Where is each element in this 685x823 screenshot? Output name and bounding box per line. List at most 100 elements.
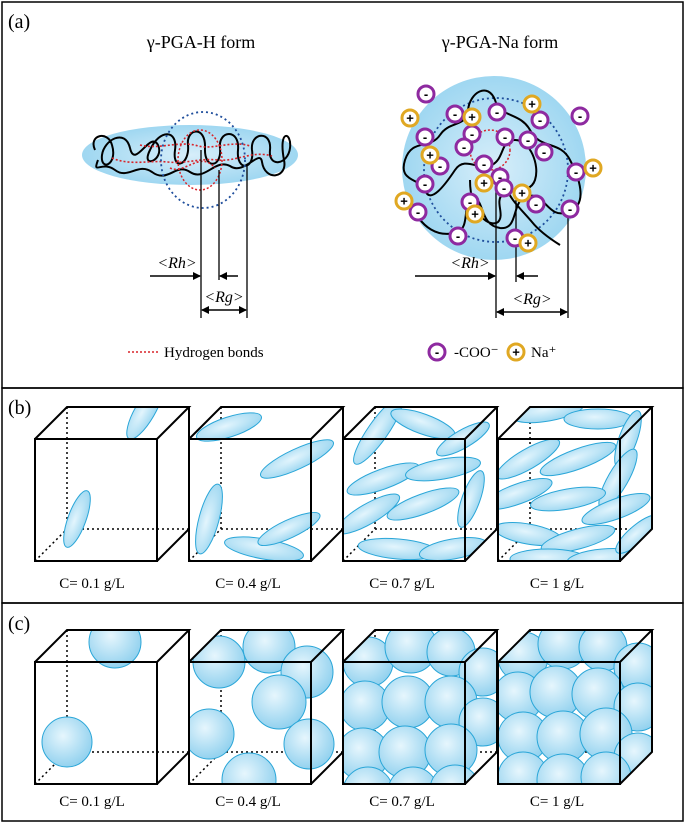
na-form-rh-circle: [469, 129, 511, 171]
panel-b-ellipsoid-boxes: [34, 406, 655, 562]
coo-ion-6: -: [415, 127, 435, 147]
c-conc-label-2: C= 0.4 g/L: [215, 794, 281, 810]
svg-text:-: -: [453, 107, 457, 122]
svg-text:-: -: [534, 197, 538, 212]
na-ion-3: +: [462, 107, 482, 127]
svg-text:-: -: [526, 133, 530, 148]
coo-ion-13: -: [474, 154, 494, 174]
svg-text:-: -: [578, 109, 582, 124]
c-conc-label-1: C= 0.1 g/L: [59, 794, 125, 810]
ellipsoid-particle: [353, 407, 403, 465]
c-cube-4: [497, 629, 655, 785]
svg-text:-: -: [568, 202, 572, 217]
sphere-particle: [251, 674, 307, 730]
coo-ion-3: -: [487, 102, 507, 122]
ellipsoid-particle: [196, 412, 262, 442]
ellipsoid-particle: [498, 438, 561, 480]
h-form-hbonds-2: [139, 143, 251, 148]
b-cube-2-particles: [195, 412, 334, 561]
svg-text:-: -: [513, 231, 517, 246]
c-conc-label-4: C= 1 g/L: [530, 794, 584, 810]
svg-text:+: +: [480, 176, 488, 191]
svg-text:-: -: [416, 205, 420, 220]
b-cube-1-particles: [63, 407, 164, 548]
c-cube-1-particles: [41, 630, 142, 768]
svg-text:-: -: [538, 113, 542, 128]
na-legend-label: Na⁺: [531, 345, 556, 361]
coo-ion-11: -: [534, 142, 554, 162]
svg-text:-: -: [470, 127, 474, 142]
coo-legend-icon: -: [427, 342, 447, 362]
h-form-rh-label: <Rh>: [157, 255, 196, 272]
h-form-hbonds-1: [111, 153, 273, 164]
coo-ion-16: -: [415, 174, 435, 194]
sphere-particle: [88, 630, 142, 669]
coo-ion-10: -: [454, 137, 474, 157]
na-legend-glyph: +: [506, 342, 526, 362]
coo-ion-4: -: [530, 110, 550, 130]
h-form-rg-label: <Rg>: [204, 289, 243, 306]
coo-ion-5: -: [570, 106, 590, 126]
sphere-particle: [580, 751, 632, 784]
ellipsoid-particle: [405, 456, 481, 482]
svg-text:-: -: [542, 145, 546, 160]
na-ion-7: +: [474, 173, 494, 193]
c-cube-3-particles: [343, 630, 497, 784]
na-legend-icon: +: [506, 342, 526, 362]
ellipsoid-particle: [457, 470, 485, 528]
na-ion-10: +: [518, 233, 538, 253]
sphere-particle: [242, 630, 296, 674]
ellipsoid-particle: [63, 490, 91, 548]
panel-c-border: [1, 602, 684, 822]
svg-text:-: -: [456, 229, 460, 244]
svg-text:+: +: [400, 194, 408, 209]
sphere-particle: [387, 766, 439, 784]
svg-text:-: -: [424, 87, 428, 102]
ellipsoid-particle: [530, 486, 606, 512]
coo-ion-18: -: [494, 178, 514, 198]
coo-ion-21: -: [448, 226, 468, 246]
b-conc-label-3: C= 0.7 g/L: [369, 576, 435, 592]
svg-text:+: +: [528, 97, 536, 112]
ellipsoid-particle: [539, 441, 617, 477]
coo-ion-22: -: [560, 199, 580, 219]
panel-a-legend: Hydrogen bonds - -COO⁻ + Na⁺: [128, 342, 556, 362]
svg-text:+: +: [589, 161, 597, 176]
ellipsoid-particle: [260, 439, 334, 479]
coo-ion-1: -: [416, 84, 436, 104]
b-conc-label-4: C= 1 g/L: [530, 576, 584, 592]
svg-text:-: -: [462, 140, 466, 155]
na-form-diagram: γ-PGA-Na form <Rh> <Rg> ----------------…: [394, 32, 603, 318]
hbond-legend-label: Hydrogen bonds: [164, 345, 264, 361]
h-form-title: γ-PGA-H form: [146, 32, 255, 52]
svg-text:-: -: [438, 159, 442, 174]
c-cube-2: [188, 629, 346, 785]
coo-ion-19: -: [526, 194, 546, 214]
h-form-rg-circle: [160, 111, 246, 209]
sphere-particle: [283, 718, 335, 770]
svg-text:-: -: [495, 105, 499, 120]
na-form-ions: -----------------------++++++++++: [394, 84, 603, 253]
sphere-particle: [221, 752, 277, 784]
na-ion-5: +: [583, 158, 603, 178]
h-form-chain: [92, 130, 292, 177]
svg-text:+: +: [512, 345, 520, 360]
ellipsoid-particle: [257, 511, 321, 547]
coo-legend-glyph: -: [427, 342, 447, 362]
b-conc-label-1: C= 0.1 g/L: [59, 576, 125, 592]
svg-text:-: -: [468, 195, 472, 210]
sphere-particle: [429, 764, 481, 784]
b-cube-2: [188, 406, 346, 562]
coo-ion-20: -: [408, 202, 428, 222]
sphere-particle: [343, 766, 394, 784]
c-cube-4-particles: [498, 630, 652, 784]
svg-text:-: -: [423, 130, 427, 145]
sphere-particle: [189, 708, 235, 760]
ellipsoid-particle: [343, 493, 401, 535]
c-cube-2-particles: [189, 630, 335, 784]
c-cube-1: [34, 629, 192, 785]
svg-text:-: -: [503, 130, 507, 145]
coo-ion-9: -: [518, 130, 538, 150]
na-form-rg-label: <Rg>: [512, 291, 551, 308]
svg-text:-: -: [574, 165, 578, 180]
